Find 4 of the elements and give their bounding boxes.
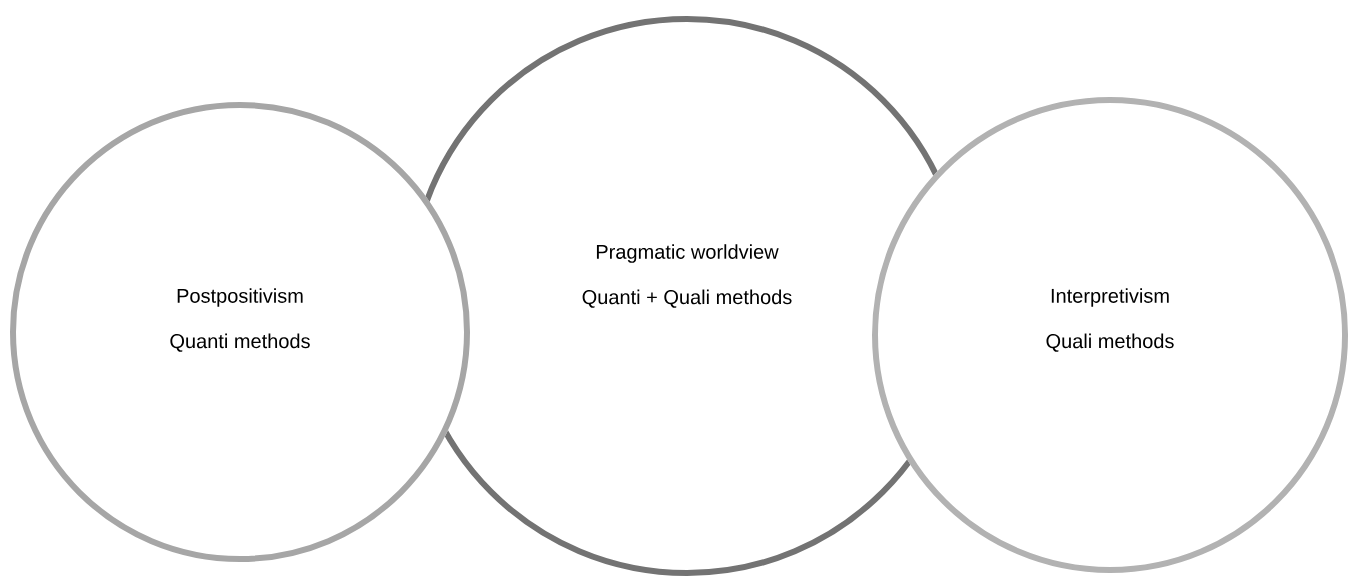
node-label: Quanti methods: [170, 333, 310, 352]
node-label: Interpretivism: [1051, 288, 1169, 307]
node-label: Quali methods: [1046, 333, 1174, 352]
node-label: Postpositivism: [177, 288, 303, 307]
